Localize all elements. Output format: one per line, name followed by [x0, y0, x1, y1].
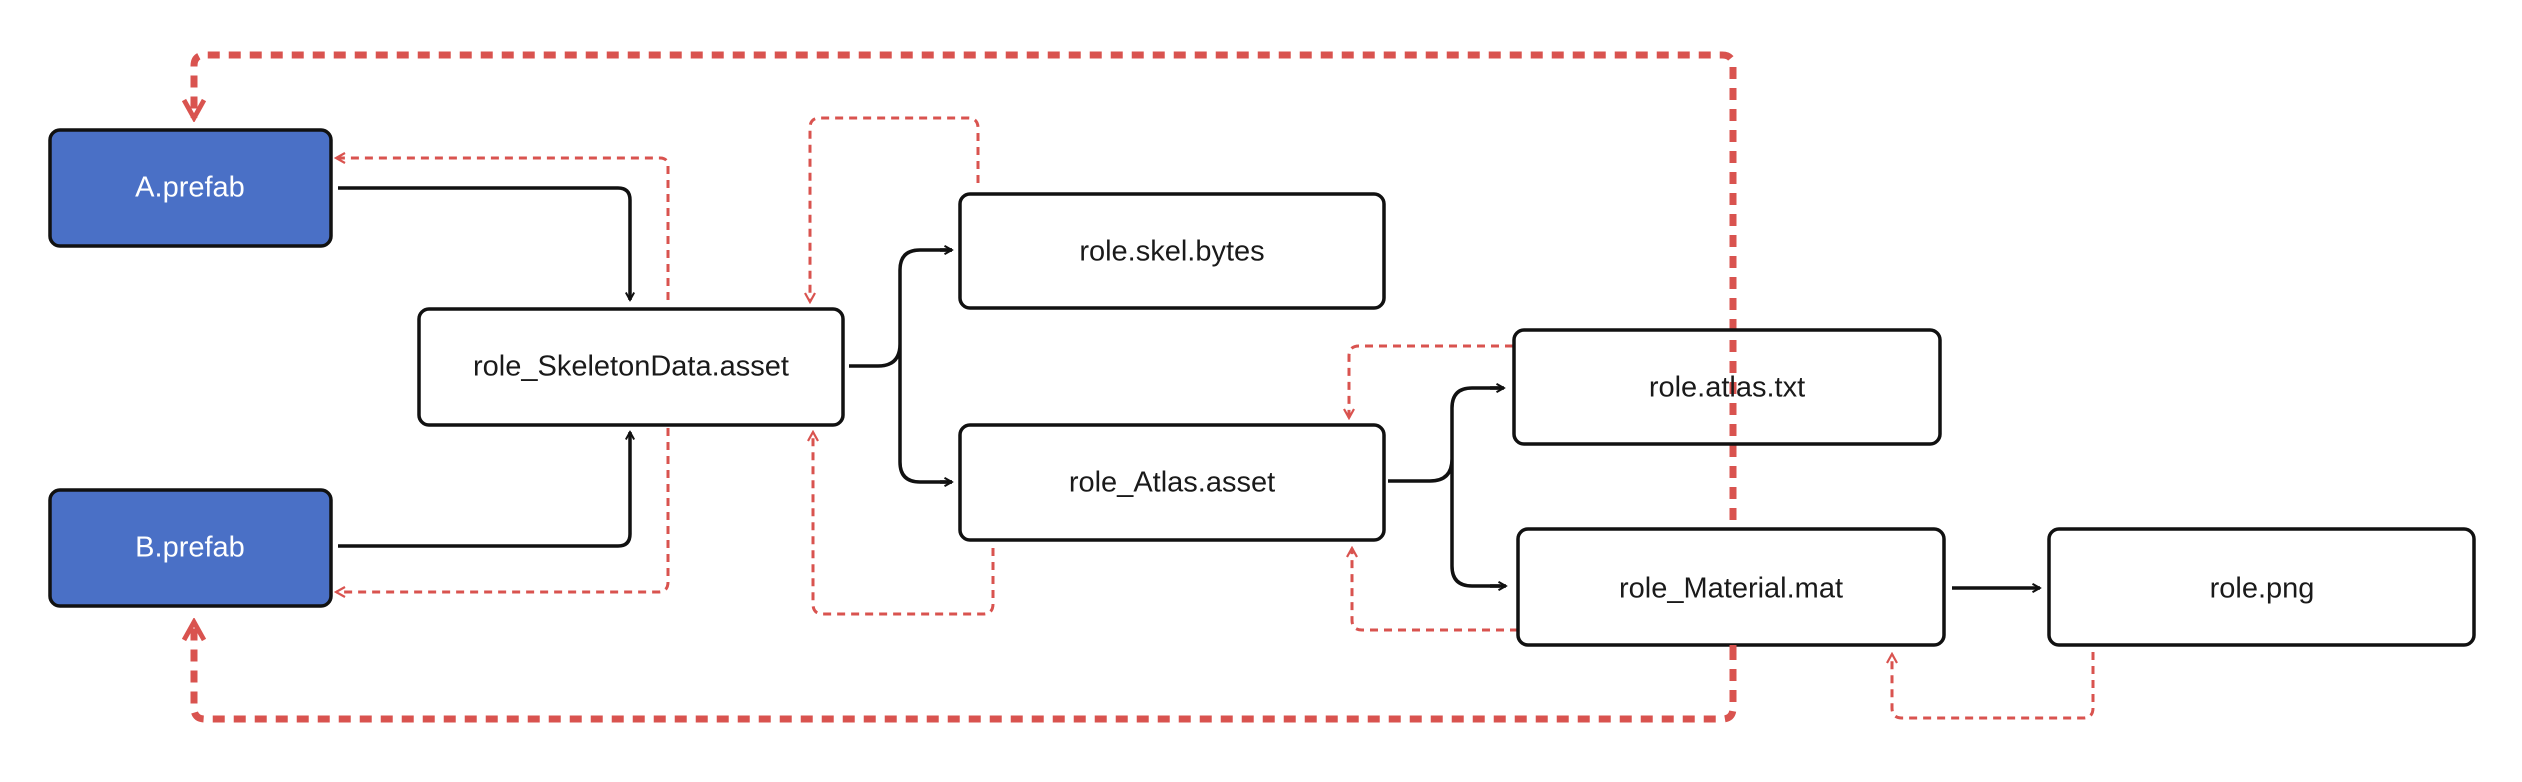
- reference-arrow-material-to-b-prefab: [194, 622, 1737, 723]
- reference-arrow-material-to-a-prefab: [194, 51, 1737, 520]
- node-skeleton-data[interactable]: role_SkeletonData.asset: [417, 307, 845, 427]
- node-material-label: role_Material.mat: [1619, 573, 1843, 605]
- node-b-prefab-label: B.prefab: [135, 532, 245, 564]
- node-b-prefab[interactable]: B.prefab: [48, 488, 333, 608]
- node-a-prefab-label: A.prefab: [135, 172, 245, 204]
- node-material[interactable]: role_Material.mat: [1516, 527, 1946, 647]
- node-png[interactable]: role.png: [2047, 527, 2476, 647]
- node-skel-bytes[interactable]: role.skel.bytes: [958, 192, 1386, 310]
- dependency-brace-skeleton-to-children: [849, 248, 952, 484]
- reference-arrow-atlas-txt-to-atlas-asset: [1349, 344, 1513, 418]
- node-a-prefab[interactable]: A.prefab: [48, 128, 333, 248]
- node-atlas-asset[interactable]: role_Atlas.asset: [958, 423, 1386, 542]
- reference-arrow-skeleton-to-a-prefab: [336, 158, 670, 300]
- node-atlas-txt-label: role.atlas.txt: [1649, 372, 1805, 404]
- reference-arrow-atlas-asset-to-skeleton: [813, 432, 995, 616]
- dependency-arrow-b-prefab-to-skeleton: [338, 432, 630, 548]
- dependency-brace-atlas-asset-to-children: [1388, 386, 1500, 588]
- node-skel-bytes-label: role.skel.bytes: [1079, 236, 1264, 268]
- node-atlas-asset-label: role_Atlas.asset: [1069, 467, 1275, 499]
- reference-arrow-material-to-atlas-asset: [1352, 548, 1518, 632]
- reference-arrow-skeleton-to-b-prefab: [336, 428, 670, 592]
- node-atlas-txt[interactable]: role.atlas.txt: [1512, 328, 1942, 446]
- reference-arrow-png-to-material: [1892, 652, 2095, 720]
- reference-arrow-skel-bytes-to-skeleton: [810, 116, 980, 302]
- dependency-arrow-a-prefab-to-skeleton: [338, 186, 630, 300]
- node-skeleton-data-label: role_SkeletonData.asset: [473, 351, 789, 383]
- node-png-label: role.png: [2210, 573, 2315, 605]
